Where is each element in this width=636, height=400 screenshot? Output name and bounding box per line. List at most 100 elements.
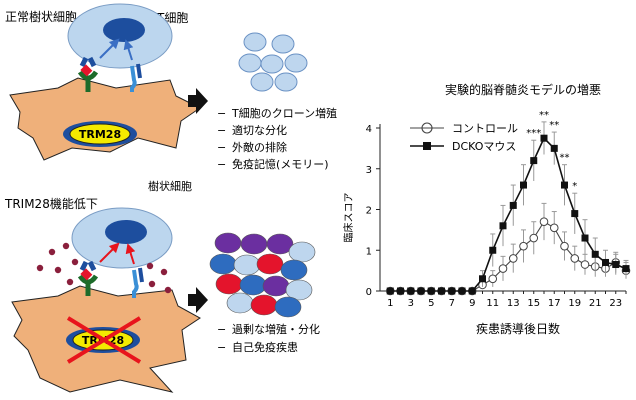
cell-blob xyxy=(266,233,294,255)
data-point-circle xyxy=(529,233,539,243)
cytokine-dot xyxy=(160,268,168,276)
receptor-pair-left-bottom xyxy=(77,260,99,296)
cell-blob xyxy=(274,296,302,318)
trm28-gene-top xyxy=(69,123,131,145)
x-tick-label: 19 xyxy=(568,298,581,309)
data-point-square xyxy=(581,234,589,242)
t-cell-nucleus-top xyxy=(103,18,145,42)
data-point-square xyxy=(612,261,620,269)
outcome-item: 外敵の排除 xyxy=(232,140,287,154)
x-tick-label: 23 xyxy=(609,298,622,309)
y-tick-label: 3 xyxy=(366,165,372,176)
outcome-item: 免疫記憶(メモリー) xyxy=(232,157,329,171)
signal-arrow-top-2 xyxy=(123,39,134,61)
data-point-square xyxy=(499,222,507,230)
cell-blob xyxy=(215,273,243,295)
x-tick-label: 9 xyxy=(469,298,475,309)
tcell-blob xyxy=(271,34,295,54)
outcome-dash: − xyxy=(217,341,226,354)
legend-marker-dcko xyxy=(423,142,431,150)
data-point-square xyxy=(458,287,466,295)
data-point-square xyxy=(438,287,445,295)
outcome-item: 適切な分化 xyxy=(232,123,287,137)
data-point-circle xyxy=(488,274,498,284)
data-point-circle xyxy=(519,241,528,251)
data-point-square xyxy=(591,250,599,258)
cytokine-dot xyxy=(146,262,154,270)
x-tick-label: 15 xyxy=(527,298,540,309)
cell-blob xyxy=(280,259,308,281)
x-tick-label: 21 xyxy=(589,298,602,309)
bottom-heading: TRIM28機能低下 xyxy=(4,196,98,211)
significance-marker: ** xyxy=(560,153,570,164)
data-point-circle xyxy=(570,254,580,263)
cytokine-dot xyxy=(48,248,56,256)
dendritic-cell-top xyxy=(9,77,201,161)
cell-blob xyxy=(250,294,278,316)
data-point-square xyxy=(468,287,476,295)
outcome-dash: − xyxy=(217,124,226,137)
data-point-square xyxy=(540,134,548,142)
tcell-blob xyxy=(238,53,262,73)
data-point-circle xyxy=(498,264,508,273)
tcell-blob xyxy=(284,53,308,73)
signal-arrow-bottom-1 xyxy=(99,242,120,263)
outcome-dash: − xyxy=(217,107,226,120)
significance-marker: ** xyxy=(539,110,549,121)
red-cross-icon xyxy=(66,316,142,364)
dc-label: 樹状細胞 xyxy=(148,179,192,193)
tcell-blob xyxy=(243,32,267,52)
data-point-circle xyxy=(508,254,518,263)
cytokine-dot xyxy=(71,258,79,266)
data-point-square xyxy=(448,287,456,295)
y-tick-label: 4 xyxy=(366,124,372,135)
outcome-item: 自己免疫疾患 xyxy=(232,340,298,354)
outcome-list-top: − T細胞のクローン増殖 − 適切な分化 − 外敵の排除 − 免疫記憶(メモリー… xyxy=(217,107,337,171)
y-axis-label: 臨床スコア xyxy=(342,193,355,243)
legend-label-dcko: DCKOマウス xyxy=(452,140,516,153)
cytokine-dot xyxy=(164,286,172,294)
outcome-item: 過剰な増殖・分化 xyxy=(232,322,320,336)
y-tick-label: 0 xyxy=(366,287,372,298)
data-point-square xyxy=(417,287,425,295)
cell-blob xyxy=(262,275,290,297)
x-axis-label: 疾患誘導後日数 xyxy=(476,321,560,336)
data-point-square xyxy=(530,157,538,165)
x-tick-label: 11 xyxy=(486,298,499,309)
data-point-square xyxy=(427,287,435,295)
cytokine-dot xyxy=(54,266,62,274)
outcome-item: T細胞のクローン増殖 xyxy=(231,107,337,120)
cytokine-dot xyxy=(66,278,74,286)
significance-marker: ** xyxy=(549,120,559,131)
chart-title: 実験的脳脊髄炎モデルの増悪 xyxy=(445,82,601,97)
tcell-blob xyxy=(250,72,274,92)
legend-label-control: コントロール xyxy=(452,122,518,135)
cytokine-dot xyxy=(148,280,156,288)
data-point-square xyxy=(571,210,579,218)
signal-arrow-top-1 xyxy=(99,38,120,59)
significance-marker: *** xyxy=(526,128,541,139)
significance-marker: * xyxy=(572,181,577,192)
y-tick-label: 1 xyxy=(366,246,372,257)
cell-blob xyxy=(285,279,313,301)
tcell-blob xyxy=(274,72,298,92)
data-point-square xyxy=(479,275,486,283)
data-point-square xyxy=(397,287,404,295)
data-point-square xyxy=(509,201,517,209)
receptor-pair-left-top xyxy=(77,56,99,92)
top-panel: 正常樹状細胞 T細胞 TRM28 樹状細胞 xyxy=(5,3,337,193)
data-point-square xyxy=(407,287,415,295)
data-point-square xyxy=(386,287,394,295)
data-point-circle xyxy=(580,260,590,269)
x-tick-label: 3 xyxy=(408,298,414,309)
cell-blob xyxy=(226,292,254,314)
outcome-dash: − xyxy=(217,158,226,171)
cell-blob xyxy=(233,254,261,276)
series-line-1 xyxy=(390,220,627,292)
x-tick-label: 5 xyxy=(428,298,434,309)
x-tick-label: 1 xyxy=(387,298,393,309)
data-point-square xyxy=(489,246,497,254)
